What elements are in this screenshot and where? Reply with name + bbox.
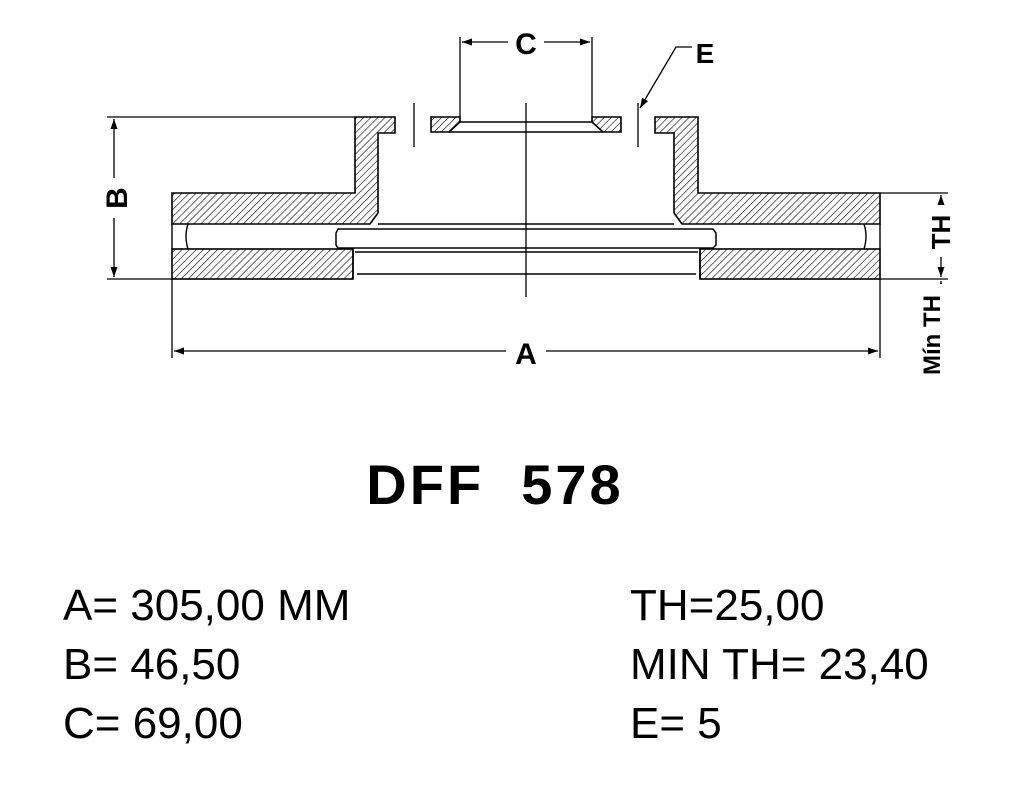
brake-disc-section-drawing: A C E B TH Mín TH — [101, 28, 956, 375]
lower-plate-right — [699, 248, 881, 280]
right-hat-and-upper-plate — [654, 116, 881, 225]
label-min-th: Mín TH — [919, 295, 946, 375]
part-number: DFF 578 — [366, 453, 624, 516]
center-lines — [413, 103, 639, 297]
label-a: A — [515, 338, 537, 371]
left-hat-and-upper-plate — [171, 116, 396, 225]
dim-e-leader — [639, 46, 692, 109]
spec-a: A= 305,00 MM — [63, 581, 351, 630]
vane-contours — [171, 223, 881, 250]
spec-c: C= 69,00 — [63, 699, 243, 748]
spec-b: B= 46,50 — [63, 640, 241, 689]
label-e: E — [696, 38, 715, 69]
spec-e: E= 5 — [630, 699, 722, 748]
spec-th: TH=25,00 — [630, 581, 825, 630]
extension-lines — [107, 37, 948, 358]
lower-plate-left — [171, 248, 354, 280]
label-th: TH — [926, 215, 956, 250]
hub-flange-left — [430, 116, 461, 133]
label-c: C — [515, 28, 537, 61]
label-b: B — [101, 187, 134, 209]
hub-flange-right — [591, 116, 622, 133]
disc-section — [171, 116, 881, 280]
spec-min-th: MIN TH= 23,40 — [630, 640, 929, 689]
